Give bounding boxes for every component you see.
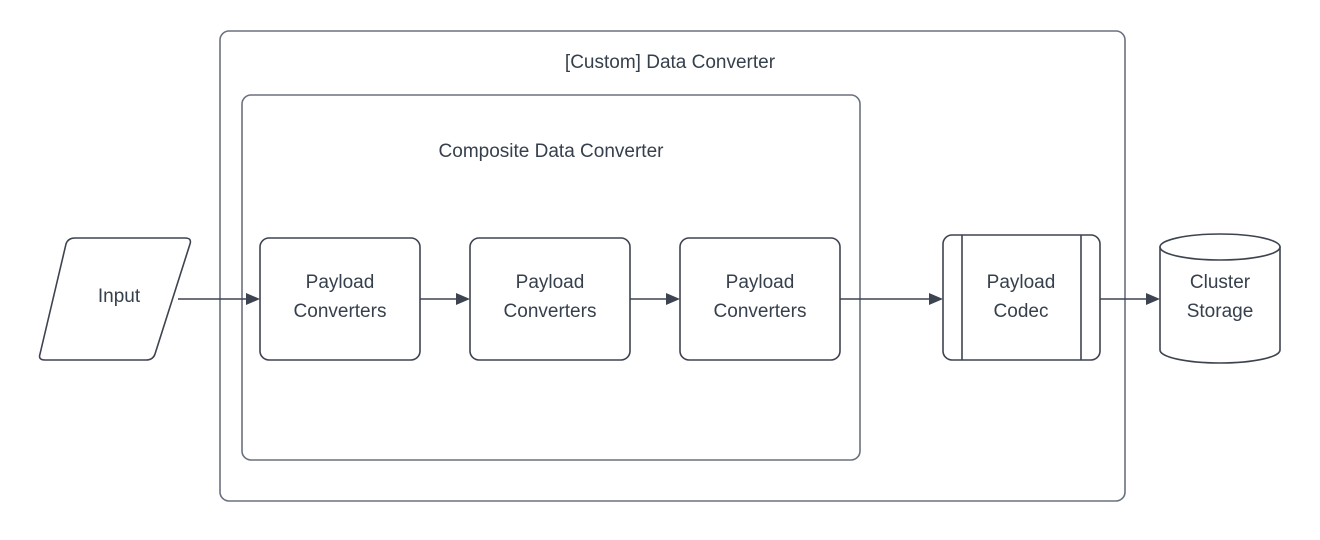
edge-pc3-to-codec-arrowhead — [929, 293, 943, 305]
payload-converters-1-label-line2: Converters — [294, 301, 387, 322]
cluster-storage-label-line1: Cluster — [1190, 272, 1251, 293]
node-input[interactable]: Input — [38, 237, 192, 361]
node-payload-codec[interactable]: Payload Codec — [942, 234, 1101, 361]
edge-input-to-payload-converters-1 — [178, 293, 260, 305]
cluster-storage-label-line2: Storage — [1187, 301, 1254, 322]
edge-pc1-to-pc2-arrowhead — [456, 293, 470, 305]
payload-converters-3-box — [679, 237, 841, 361]
node-payload-converters-2[interactable]: Payload Converters — [469, 237, 631, 361]
edge-pc2-to-pc3-arrowhead — [666, 293, 680, 305]
edge-payload-converters-2-to-3 — [630, 293, 680, 305]
edge-codec-to-storage-arrowhead — [1146, 293, 1160, 305]
custom-data-converter-title: [Custom] Data Converter — [565, 52, 776, 73]
composite-data-converter-title: Composite Data Converter — [439, 141, 665, 162]
payload-converters-3-label-line2: Converters — [714, 301, 807, 322]
payload-converters-2-box — [469, 237, 631, 361]
node-cluster-storage[interactable]: Cluster Storage — [1159, 233, 1281, 364]
edge-input-to-pc1-arrowhead — [246, 293, 260, 305]
payload-codec-label-line1: Payload — [987, 272, 1056, 293]
cluster-storage-body — [1159, 246, 1281, 364]
edge-payload-converters-3-to-codec — [840, 293, 943, 305]
payload-converters-1-label-line1: Payload — [306, 272, 375, 293]
input-parallelogram — [38, 237, 192, 361]
payload-codec-box — [942, 234, 1101, 361]
edge-payload-converters-1-to-2 — [420, 293, 470, 305]
input-label: Input — [98, 286, 141, 307]
node-payload-converters-1[interactable]: Payload Converters — [259, 237, 421, 361]
cluster-storage-top-ellipse — [1159, 233, 1281, 261]
payload-converters-3-label-line1: Payload — [726, 272, 795, 293]
payload-converters-2-label-line2: Converters — [504, 301, 597, 322]
node-payload-converters-3[interactable]: Payload Converters — [679, 237, 841, 361]
payload-converters-2-label-line1: Payload — [516, 272, 585, 293]
edge-codec-to-cluster-storage — [1100, 293, 1160, 305]
payload-converters-1-box — [259, 237, 421, 361]
payload-codec-label-line2: Codec — [994, 301, 1049, 322]
